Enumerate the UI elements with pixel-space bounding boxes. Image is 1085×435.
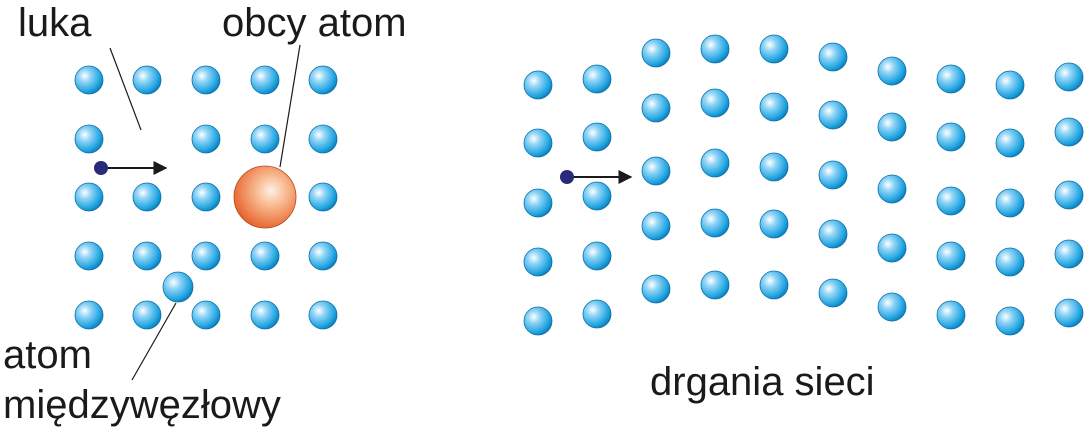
lattice-atom — [700, 270, 730, 300]
lattice-atom — [641, 211, 671, 241]
lattice-atom — [523, 306, 553, 336]
electron-right — [560, 170, 574, 184]
interstitial-pointer-line — [131, 302, 177, 381]
lattice-atom — [308, 182, 338, 212]
interstitial-label-line2: międzywęzłowy — [3, 383, 281, 427]
lattice-atom — [308, 241, 338, 271]
lattice-atom — [818, 160, 848, 190]
lattice-atom — [818, 278, 848, 308]
lattice-atom — [74, 65, 104, 95]
lattice-atom — [582, 64, 612, 94]
lattice-atom — [250, 241, 280, 271]
foreign-atom-label: obcy atom — [222, 1, 407, 45]
lattice-atom — [191, 241, 221, 271]
lattice-atom — [523, 247, 553, 277]
lattice-atom — [700, 148, 730, 178]
lattice-atom — [641, 93, 671, 123]
lattice-atom — [641, 156, 671, 186]
lattice-atom — [74, 124, 104, 154]
lattice-atom — [936, 122, 966, 152]
foreign-atom — [233, 165, 297, 229]
lattice-atom — [74, 300, 104, 330]
lattice-atom — [250, 300, 280, 330]
lattice-atom — [995, 247, 1025, 277]
lattice-atom — [936, 241, 966, 271]
lattice-atom — [308, 65, 338, 95]
interstitial-atom — [162, 271, 194, 303]
defect-lattice — [74, 65, 338, 330]
lattice-atom — [74, 182, 104, 212]
lattice-atom — [1054, 298, 1084, 328]
lattice-atom — [191, 300, 221, 330]
lattice-atom — [74, 241, 104, 271]
lattice-atom — [818, 42, 848, 72]
lattice-atom — [818, 219, 848, 249]
lattice-atom — [877, 56, 907, 86]
lattice-atom — [995, 306, 1025, 336]
vibrating-lattice — [523, 34, 1084, 336]
vacancy-pointer-line — [109, 47, 142, 131]
lattice-atom — [700, 34, 730, 64]
lattice-atom — [582, 299, 612, 329]
lattice-atom — [132, 300, 162, 330]
lattice-atom — [936, 64, 966, 94]
lattice-atom — [759, 92, 789, 122]
lattice-atom — [759, 270, 789, 300]
lattice-atom — [641, 274, 671, 304]
lattice-atom — [582, 181, 612, 211]
lattice-atom — [995, 128, 1025, 158]
lattice-atom — [995, 70, 1025, 100]
lattice-atom — [877, 292, 907, 322]
lattice-atom — [1054, 239, 1084, 269]
lattice-atom — [759, 152, 789, 182]
lattice-atom — [191, 65, 221, 95]
lattice-atom — [700, 208, 730, 238]
lattice-atom — [877, 112, 907, 142]
foreign-atom-pointer-line — [279, 44, 301, 168]
lattice-atom — [1054, 180, 1084, 210]
lattice-atom — [308, 124, 338, 154]
lattice-atom — [523, 128, 553, 158]
lattice-atom — [995, 188, 1025, 218]
lattice-atom — [523, 188, 553, 218]
lattice-atom — [191, 182, 221, 212]
lattice-atom — [191, 124, 221, 154]
lattice-atom — [132, 182, 162, 212]
lattice-atom — [759, 209, 789, 239]
lattice-atom — [582, 241, 612, 271]
lattice-atom — [523, 70, 553, 100]
lattice-atom — [936, 186, 966, 216]
lattice-atom — [308, 300, 338, 330]
interstitial-label-line1: atom — [3, 333, 92, 377]
lattice-atom — [700, 88, 730, 118]
lattice-atom — [1054, 62, 1084, 92]
lattice-atom — [250, 124, 280, 154]
lattice-atom — [818, 100, 848, 130]
lattice-atom — [936, 300, 966, 330]
lattice-atom — [641, 38, 671, 68]
lattice-vibrations-label: drgania sieci — [650, 360, 875, 404]
lattice-atom — [759, 34, 789, 64]
lattice-atom — [877, 174, 907, 204]
electron-left — [94, 161, 108, 175]
lattice-atom — [877, 233, 907, 263]
lattice-atom — [132, 241, 162, 271]
lattice-atom — [582, 122, 612, 152]
lattice-atom — [250, 65, 280, 95]
lattice-atom — [132, 65, 162, 95]
vacancy-label: luka — [18, 1, 92, 45]
lattice-atom — [1054, 117, 1084, 147]
